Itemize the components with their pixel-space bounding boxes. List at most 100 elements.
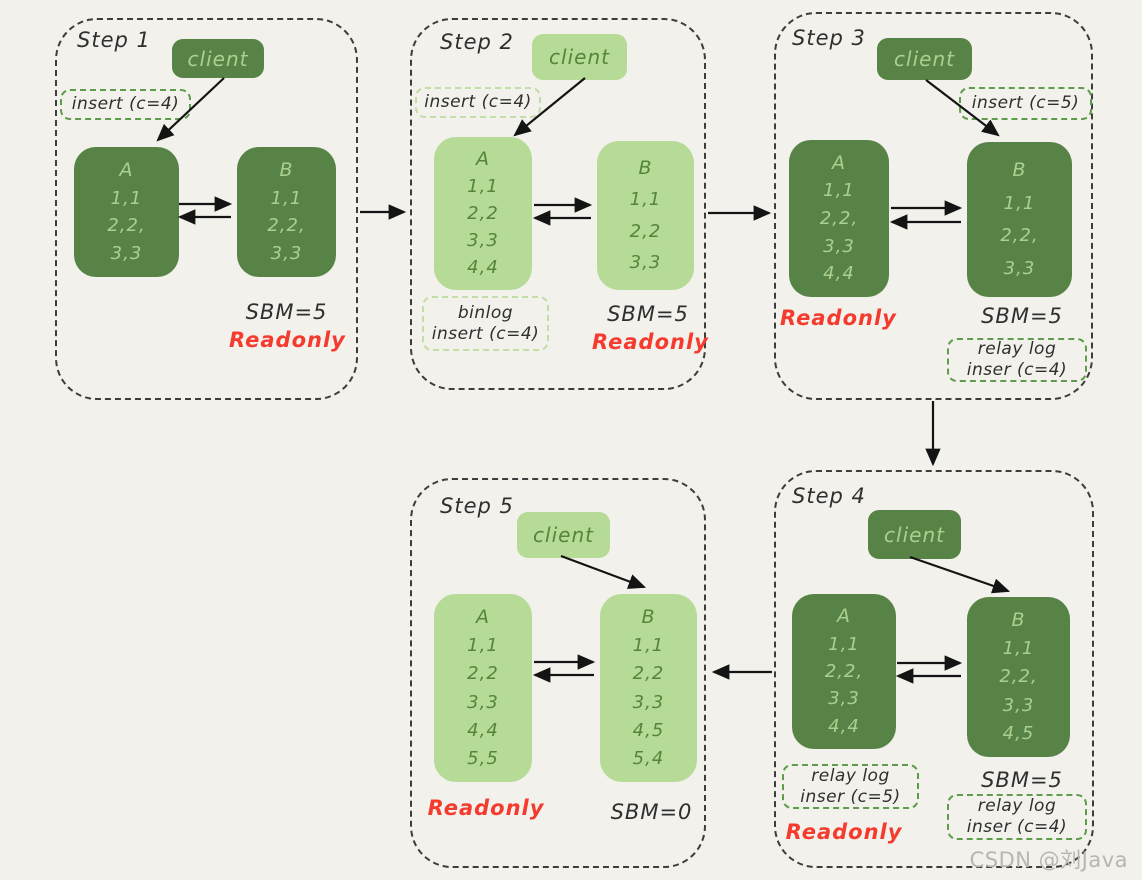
node-row: 4,4: [828, 715, 860, 737]
step-2-insert-note: insert (c=4): [415, 87, 541, 118]
note-line: relay log: [811, 765, 890, 786]
node-letter: A: [476, 148, 490, 170]
node-row: 2,2,: [107, 215, 146, 237]
node-row: 1,1: [823, 180, 855, 202]
step-3-sbm-label: SBM=5: [981, 304, 1063, 328]
client-label: client: [549, 45, 610, 69]
step-4-node-b: B 1,1 2,2, 3,3 4,5: [967, 597, 1070, 757]
node-letter: A: [832, 151, 846, 174]
step-1-node-b: B 1,1 2,2, 3,3: [237, 147, 336, 277]
node-row: 1,1: [467, 176, 499, 197]
node-letter: B: [641, 606, 656, 629]
node-row: 1,1: [828, 633, 860, 655]
step-4-client-box: client: [868, 510, 961, 559]
node-letter: A: [119, 158, 134, 181]
node-letter: A: [476, 606, 490, 629]
client-label: client: [533, 523, 594, 547]
step-5-panel: Step 5 client A 1,1 2,2 3,3 4,4 5,5 B 1,1 2,2…: [410, 478, 706, 868]
step-4-sbm-label: SBM=5: [981, 768, 1063, 792]
node-letter: B: [638, 156, 653, 179]
client-label: client: [894, 47, 955, 71]
step-5-label: Step 5: [440, 494, 514, 518]
node-row: 3,3: [1002, 694, 1035, 716]
step-1-readonly-label: Readonly: [229, 328, 346, 352]
note-line: inser (c=4): [966, 360, 1068, 380]
node-row: 2,2: [467, 203, 499, 224]
step-3-label: Step 3: [792, 26, 866, 50]
node-row: 1,1: [1002, 638, 1035, 660]
node-row: 3,3: [270, 243, 303, 265]
note-line: relay log: [977, 339, 1057, 359]
step-4-readonly-label: Readonly: [785, 820, 903, 844]
node-letter: B: [1011, 609, 1026, 632]
client-label: client: [884, 522, 945, 547]
node-row: 4,4: [467, 719, 499, 741]
step-4-label: Step 4: [792, 484, 866, 508]
step-1-client-box: client: [172, 39, 264, 78]
watermark: CSDN @刘Java: [969, 848, 1128, 872]
step-2-label: Step 2: [440, 30, 514, 54]
node-row: 2,2,: [999, 666, 1038, 688]
step-5-sbm-label: SBM=0: [610, 800, 693, 824]
step-1-sbm-label: SBM=5: [245, 300, 328, 324]
step-2-node-b: B 1,1 2,2 3,3: [597, 141, 694, 290]
note-line: inser (c=5): [800, 786, 901, 807]
step-5-node-b: B 1,1 2,2 3,3 4,5 5,4: [600, 594, 697, 782]
node-row: 2,2,: [824, 660, 864, 682]
node-row: 3,3: [467, 230, 499, 251]
node-row: 2,2,: [1000, 225, 1039, 247]
step-2-panel: Step 2 client insert (c=4) A 1,1 2,2 3,3 4,…: [410, 18, 709, 390]
node-row: 4,5: [632, 719, 665, 741]
note-line: binlog: [457, 302, 514, 323]
node-row: 1,1: [632, 635, 665, 657]
node-row: 3,3: [467, 691, 499, 713]
node-row: 2,2: [632, 663, 665, 685]
step-2-sbm-label: SBM=5: [607, 302, 689, 326]
node-row: 2,2: [629, 220, 662, 242]
node-row: 2,2,: [819, 207, 859, 229]
node-row: 1,1: [270, 187, 303, 209]
node-row: 3,3: [110, 243, 143, 265]
node-letter: B: [1012, 158, 1027, 181]
step-1-insert-note: insert (c=4): [60, 89, 191, 120]
node-row: 2,2: [467, 663, 499, 685]
node-row: 5,5: [467, 747, 499, 769]
step-1-label: Step 1: [77, 28, 151, 52]
note-line: relay log: [977, 796, 1057, 816]
node-letter: B: [279, 158, 294, 181]
node-row: 3,3: [823, 235, 855, 257]
node-row: 1,1: [629, 189, 662, 211]
step-2-node-a: A 1,1 2,2 3,3 4,4: [434, 137, 532, 290]
node-row: 3,3: [828, 688, 860, 710]
step-3-readonly-label: Readonly: [780, 306, 897, 330]
node-row: 3,3: [632, 691, 665, 713]
note-line: insert (c=4): [431, 323, 540, 344]
step-4-panel: Step 4 client A 1,1 2,2, 3,3 4,4 B 1,1 2,2, 3…: [774, 470, 1094, 868]
step-2-client-box: client: [532, 34, 627, 80]
node-row: 4,4: [467, 257, 499, 278]
step-2-readonly-label: Readonly: [592, 330, 709, 354]
node-row: 5,4: [632, 747, 665, 769]
node-letter: A: [837, 605, 851, 628]
step-3-insert-note: insert (c=5): [959, 87, 1092, 120]
node-row: 1,1: [1003, 192, 1036, 214]
step-4-node-a: A 1,1 2,2, 3,3 4,4: [792, 594, 896, 749]
note-line: inser (c=4): [966, 817, 1068, 837]
node-row: 4,5: [1002, 722, 1035, 744]
step-5-client-box: client: [517, 512, 610, 558]
node-row: 2,2,: [267, 215, 306, 237]
step-3-client-box: client: [877, 38, 972, 80]
step-5-readonly-label: Readonly: [427, 796, 545, 820]
node-row: 3,3: [629, 252, 662, 274]
